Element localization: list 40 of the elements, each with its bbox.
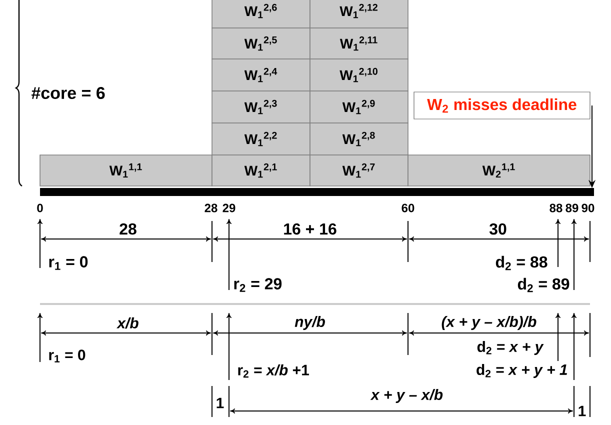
task-box: W$_{1}$2,8: [310, 122, 408, 156]
duration-label: 1: [578, 406, 586, 416]
task-box: W$_{1}$2,4: [212, 58, 310, 92]
time-label: r$_{1}$ = 0: [49, 256, 88, 270]
duration-label: 16 + 16: [284, 223, 336, 235]
task-box: W$_{2}$1,1: [408, 154, 590, 186]
time-label: d$_{2}$ = 88: [496, 256, 548, 270]
tick-number: 88: [550, 204, 562, 212]
task-box: W$_{1}$2,1: [212, 154, 310, 186]
task-box: W$_{1}$2,10: [310, 58, 408, 92]
time-label: r$_{1}$ = 0: [49, 350, 86, 362]
task-box: W$_{1}$1,1: [40, 154, 212, 186]
task-box: W$_{1}$2,7: [310, 154, 408, 186]
task-box: W$_{1}$2,12: [310, 0, 408, 28]
tick-number: 28: [204, 204, 218, 212]
duration-label: (x + y – x/b)/b: [442, 316, 536, 330]
task-box: W$_{1}$2,11: [310, 28, 408, 60]
time-label: r$_{2}$ = x/b +1: [238, 364, 309, 378]
note-box: W$_{2}$ misses deadline: [414, 92, 590, 120]
time-label: d$_{2}$ = x + y + 1: [476, 364, 567, 378]
task-box: W$_{1}$2,3: [212, 90, 310, 124]
tick-number: 60: [402, 204, 414, 212]
duration-label: ny/b: [294, 316, 325, 330]
tick-number: 29: [222, 204, 236, 212]
time-label: d$_{2}$ = x + y: [477, 341, 544, 355]
time-label: r$_{2}$ = 29: [234, 278, 282, 292]
duration-label: 28: [120, 223, 136, 235]
duration-label: 30: [489, 223, 506, 235]
tick-number: 0: [37, 204, 43, 212]
task-box: W$_{1}$2,2: [212, 122, 310, 156]
task-box: W$_{1}$2,6: [212, 0, 310, 28]
time-label: d$_{2}$ = 89: [518, 278, 570, 292]
tick-number: 89: [566, 204, 578, 212]
duration-label: x/b: [116, 317, 138, 329]
core-count-label: #core = 6: [32, 86, 105, 100]
tick-number: 90: [582, 204, 594, 212]
duration-label: x + y – x/b: [370, 389, 443, 403]
task-box: W$_{1}$2,9: [310, 90, 408, 124]
task-box: W$_{1}$2,5: [212, 28, 310, 60]
duration-label: 1: [216, 398, 224, 408]
